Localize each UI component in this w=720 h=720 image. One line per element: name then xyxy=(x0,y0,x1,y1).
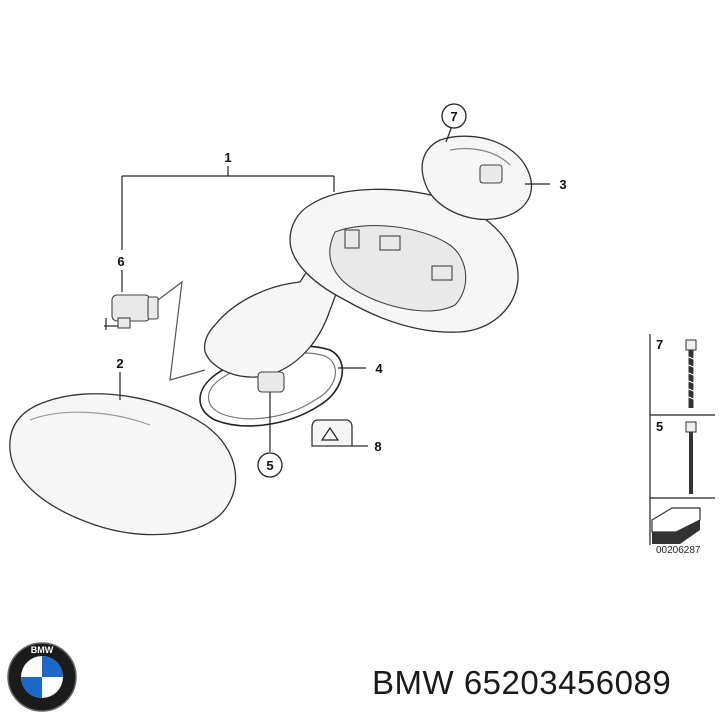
legend-label-bottom: 5 xyxy=(656,419,663,434)
callout-2: 2 xyxy=(116,356,123,371)
warning-label xyxy=(311,419,353,447)
part-caption: BMW 65203456089 xyxy=(372,664,671,702)
motor-connector xyxy=(104,294,159,330)
diagram-ref-number: 00206287 xyxy=(656,545,701,556)
callout-4: 4 xyxy=(375,361,383,376)
connection-line xyxy=(157,280,206,381)
caption-part-number: 65203456089 xyxy=(463,664,672,701)
mirror-housing xyxy=(289,188,519,333)
mirror-cap xyxy=(9,393,237,536)
bmw-logo: BMW xyxy=(7,642,77,712)
callout-5-ring xyxy=(257,452,283,478)
mirror-adjuster xyxy=(421,135,533,220)
leader-lines xyxy=(119,125,550,452)
callout-5: 5 xyxy=(266,458,273,473)
callout-6: 6 xyxy=(117,254,124,269)
callout-8: 8 xyxy=(374,439,381,454)
callout-7-ring xyxy=(441,103,467,129)
legend-label-top: 7 xyxy=(656,337,663,352)
callout-7: 7 xyxy=(450,109,457,124)
hardware-legend xyxy=(649,334,715,545)
callout-1: 1 xyxy=(224,150,231,165)
callout-3: 3 xyxy=(559,177,566,192)
caption-brand: BMW xyxy=(372,664,455,701)
logo-text: BMW xyxy=(31,645,54,655)
